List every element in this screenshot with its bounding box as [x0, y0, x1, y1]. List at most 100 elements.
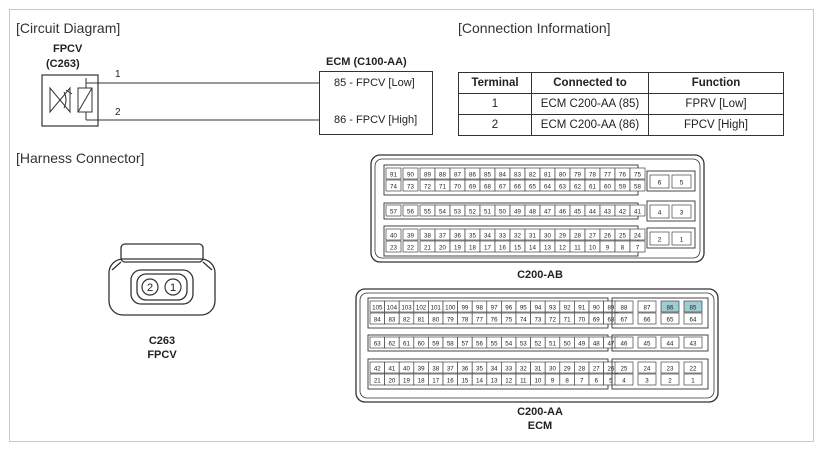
c200-aa-pin-label: 29 [564, 366, 571, 373]
c200-aa-pin-label: 73 [534, 317, 541, 324]
c200-ab-pin-label: 19 [454, 245, 461, 252]
c200-ab-pin-label: 34 [484, 233, 491, 240]
c200-aa-pin-label: 66 [644, 317, 651, 324]
c200-ab-pin-74 [385, 179, 402, 192]
c200-ab-pin-label: 29 [559, 233, 566, 240]
c200-aa-pin-label: 50 [564, 341, 571, 348]
c200-ab-pin-label: 61 [589, 184, 596, 191]
c200-aa-pin-label: 101 [431, 305, 442, 312]
c200-aa-pin-label: 64 [690, 317, 697, 324]
c200-ab-pin-label: 24 [634, 233, 641, 240]
c200-ab-pin-label: 35 [469, 233, 476, 240]
c200-aa-pin-label: 3 [645, 378, 649, 385]
c200-ab-pin-label: 15 [514, 245, 521, 252]
c200-aa-pin-label: 34 [491, 366, 498, 373]
c200-aa-pin-label: 105 [372, 305, 383, 312]
wire1-pin: 1 [115, 69, 121, 80]
c200-ab-pin-label: 83 [514, 172, 521, 179]
c200-ab-pin-label: 75 [634, 172, 641, 179]
c200-aa-pin-label: 42 [374, 366, 381, 373]
c263-pin-2 [141, 278, 159, 296]
c200-aa-pin-label: 86 [667, 305, 674, 312]
header-terminal: Terminal [458, 72, 532, 94]
c200-ab-pin-label: 69 [469, 184, 476, 191]
c200-ab-pin-label: 80 [559, 172, 566, 179]
table-row: 1 ECM C200-AA (85) FPRV [Low] [458, 93, 784, 115]
c200-ab-pin-label: 81 [544, 172, 551, 179]
c200-aa-pin-22 [683, 361, 703, 374]
c200-ab-pin-label: 51 [484, 209, 491, 216]
c200-aa-pin-85 [683, 300, 703, 313]
c200-ab-pin-label: 6 [658, 180, 662, 187]
c200-ab-pin-75 [629, 167, 646, 180]
c200-aa-pin-label: 103 [401, 305, 412, 312]
c200-aa-pin-46 [614, 336, 634, 349]
c200-aa-right-top [611, 297, 709, 329]
c200-ab-pin-label: 56 [407, 209, 414, 216]
c200-ab-pin-24 [629, 228, 646, 241]
c200-ab-right-block [646, 227, 696, 249]
fpcv-name: FPCV [53, 43, 83, 55]
c200-ab-pin-label: 49 [514, 209, 521, 216]
c200-ab-pin-label: 31 [529, 233, 536, 240]
c200-aa-pin-label: 98 [476, 305, 483, 312]
c200-ab-pin-label: 3 [680, 210, 684, 217]
c200-aa-right-bottom [611, 358, 709, 390]
c200-aa-pin-67 [614, 312, 634, 325]
connection-info-heading: [Connection Information] [458, 20, 611, 36]
c200-aa-pin-2 [660, 373, 680, 386]
c200-ab-pin-label: 42 [619, 209, 626, 216]
c200-ab-pin-label: 48 [529, 209, 536, 216]
c200-aa-pin-86 [660, 300, 680, 313]
c200-ab-pin-label: 54 [439, 209, 446, 216]
c200-aa-pin-label: 104 [387, 305, 398, 312]
c200-ab-pin-label: 43 [604, 209, 611, 216]
ecm-pin-85: 85 - FPCV [Low] [334, 77, 415, 89]
c200-aa-pin-label: 11 [520, 378, 527, 385]
c200-aa-pin-25 [614, 361, 634, 374]
c200-aa-pin-label: 72 [549, 317, 556, 324]
c200-aa-pin-label: 89 [607, 305, 614, 312]
header-connected-to: Connected to [531, 72, 649, 94]
c200-aa-pin-label: 18 [418, 378, 425, 385]
c200-aa-pin-label: 54 [505, 341, 512, 348]
c200-ab-pin-label: 78 [589, 172, 596, 179]
c200-aa-pin-label: 37 [447, 366, 454, 373]
ecm-box [319, 71, 433, 135]
c200-ab-pin-label: 21 [424, 245, 431, 252]
c200-ab-pin-label: 65 [529, 184, 536, 191]
c200-ab-pin-label: 33 [499, 233, 506, 240]
c200-aa-pin-label: 13 [491, 378, 498, 385]
c200-aa-pin-65 [660, 312, 680, 325]
c200-ab-pin-label: 46 [559, 209, 566, 216]
c200-ab-pin-label: 36 [454, 233, 461, 240]
c200-aa-pin-label: 80 [432, 317, 439, 324]
c200-aa-pin-label: 48 [593, 341, 600, 348]
c200-aa-pin-label: 26 [607, 366, 614, 373]
c200-aa-pin-label: 6 [595, 378, 599, 385]
c200-aa-pin-label: 32 [520, 366, 527, 373]
c200-ab-pin-label: 40 [390, 233, 397, 240]
c200-ab-pin-label: 68 [484, 184, 491, 191]
c200-ab-pin-label: 50 [499, 209, 506, 216]
c200-ab-pin-label: 63 [559, 184, 566, 191]
c200-ab-pin-label: 57 [390, 209, 397, 216]
c200-aa-label: C200-AA [517, 406, 563, 418]
c200-ab-pin-label: 91 [390, 172, 397, 179]
c200-aa-pin-label: 53 [520, 341, 527, 348]
c200-ab-right-block [646, 170, 696, 192]
c200-aa-pin-label: 27 [593, 366, 600, 373]
c200-ab-pin-label: 88 [439, 172, 446, 179]
ecm-title: ECM (C100-AA) [326, 56, 407, 68]
c200-aa-pin-label: 33 [505, 366, 512, 373]
c200-ab-pin-label: 87 [454, 172, 461, 179]
c200-aa-pin-label: 71 [564, 317, 571, 324]
c200-aa-pin-3 [637, 373, 657, 386]
c200-ab-pin-23 [385, 240, 402, 253]
c200-ab-pin-label: 1 [680, 237, 684, 244]
c200-ab-pin-label: 5 [680, 180, 684, 187]
c200-aa-pin-label: 76 [491, 317, 498, 324]
c200-aa-pin-43 [683, 336, 703, 349]
c200-aa-pin-label: 7 [580, 378, 584, 385]
c200-aa-pin-label: 25 [621, 366, 628, 373]
